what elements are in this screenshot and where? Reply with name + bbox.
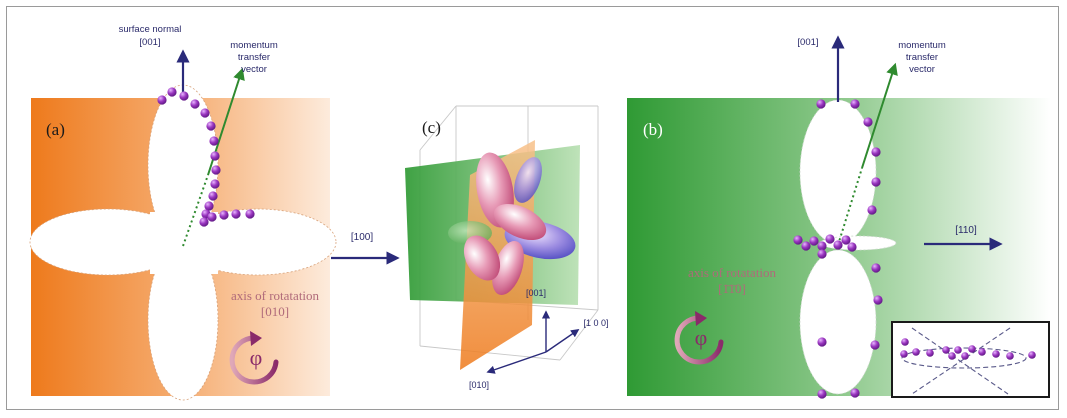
data-point: [961, 352, 969, 360]
panel-b-rotation-label: axis of rotatation: [688, 265, 777, 280]
data-point: [968, 345, 976, 353]
data-point: [825, 234, 835, 244]
data-point: [850, 99, 860, 109]
panel-c-axis-001-label: [001]: [526, 288, 546, 298]
data-point: [167, 87, 177, 97]
panel-b-lobes: [799, 99, 897, 395]
data-point: [179, 91, 189, 101]
data-point: [871, 177, 881, 187]
panel-a-lobes: [29, 84, 337, 401]
arrow-100-label: [100]: [351, 232, 373, 243]
panel-b-phi-rotation-icon: φ: [674, 311, 724, 365]
panel-a-label: (a): [46, 120, 65, 139]
data-point: [847, 242, 857, 252]
data-point: [209, 136, 219, 146]
data-point: [809, 236, 819, 246]
data-point: [867, 205, 877, 215]
data-point: [833, 240, 843, 250]
momentum-label-line3: vector: [241, 64, 267, 75]
data-point: [954, 346, 962, 354]
data-point: [850, 388, 860, 398]
data-point: [912, 348, 920, 356]
data-point: [190, 99, 200, 109]
data-point: [210, 179, 220, 189]
panel-a-phi-symbol: φ: [250, 345, 263, 370]
panel-b-momentum-label-line2: transfer: [906, 52, 938, 63]
data-point: [219, 210, 229, 220]
panel-b-axis-110-label: [110]: [955, 225, 977, 236]
data-point: [157, 95, 167, 105]
data-point: [900, 350, 908, 358]
figure-frame: [6, 6, 1059, 410]
panel-c-axis-010: [486, 351, 547, 374]
panel-b-momentum-vector-arrow: [861, 62, 898, 169]
data-point: [245, 209, 255, 219]
data-point: [817, 389, 827, 399]
momentum-label-line1: momentum: [230, 40, 278, 51]
panel-a: (a) surface normal [001] momentum transf…: [29, 24, 400, 401]
data-point: [210, 151, 220, 161]
data-point: [871, 263, 881, 273]
data-point: [793, 235, 803, 245]
panel-b-axis-001-label: [001]: [797, 37, 818, 48]
data-point: [200, 108, 210, 118]
panel-b-rotation-axis: [1̄1̄0]: [718, 281, 746, 296]
panel-a-rotation-label: axis of rotatation: [231, 288, 320, 303]
panel-b: (b) [001] momentum transfer vector [110]: [627, 35, 1051, 399]
data-point: [926, 349, 934, 357]
data-point: [816, 99, 826, 109]
panel-b-phi-symbol: φ: [695, 325, 708, 350]
data-point: [870, 340, 880, 350]
data-point: [231, 209, 241, 219]
data-point: [817, 249, 827, 259]
panel-a-rotation-axis: [010]: [261, 304, 289, 319]
panel-c-orbital-lobes: [448, 152, 576, 295]
panel-c: (c) [001] [1 0 0] [010]: [405, 105, 609, 390]
data-point: [207, 212, 217, 222]
data-point: [801, 241, 811, 251]
data-point: [206, 121, 216, 131]
data-point: [992, 350, 1000, 358]
panel-b-momentum-vector-dotted: [837, 167, 863, 246]
data-point: [1006, 352, 1014, 360]
momentum-label-line2: transfer: [238, 52, 270, 63]
data-point: [942, 346, 950, 354]
panel-b-data-points: [793, 99, 883, 399]
data-point: [871, 147, 881, 157]
panel-b-label: (b): [643, 120, 663, 139]
panel-b-momentum-label-line3: vector: [909, 64, 935, 75]
data-point: [978, 348, 986, 356]
data-point: [204, 201, 214, 211]
data-point: [841, 235, 851, 245]
data-point: [1028, 351, 1036, 359]
panel-a-data-points: [157, 87, 255, 227]
data-point: [901, 338, 909, 346]
panel-b-inset: [891, 321, 1050, 398]
data-point: [817, 337, 827, 347]
panel-a-phi-rotation-icon: φ: [229, 331, 279, 385]
data-point: [208, 191, 218, 201]
panel-b-momentum-label-line1: momentum: [898, 40, 946, 51]
data-point: [817, 241, 827, 251]
data-point: [211, 165, 221, 175]
data-point: [873, 295, 883, 305]
panel-c-axis-100-label: [1 0 0]: [583, 318, 608, 328]
surface-normal-label: surface normal: [119, 24, 182, 35]
data-point: [863, 117, 873, 127]
panel-c-axis-010-label: [010]: [469, 380, 489, 390]
data-point: [199, 217, 209, 227]
panel-c-axis-100: [545, 329, 580, 353]
data-point: [948, 352, 956, 360]
inset-data-points: [900, 338, 1036, 360]
surface-normal-axis-label: [001]: [139, 37, 160, 48]
panel-c-label: (c): [422, 118, 441, 137]
